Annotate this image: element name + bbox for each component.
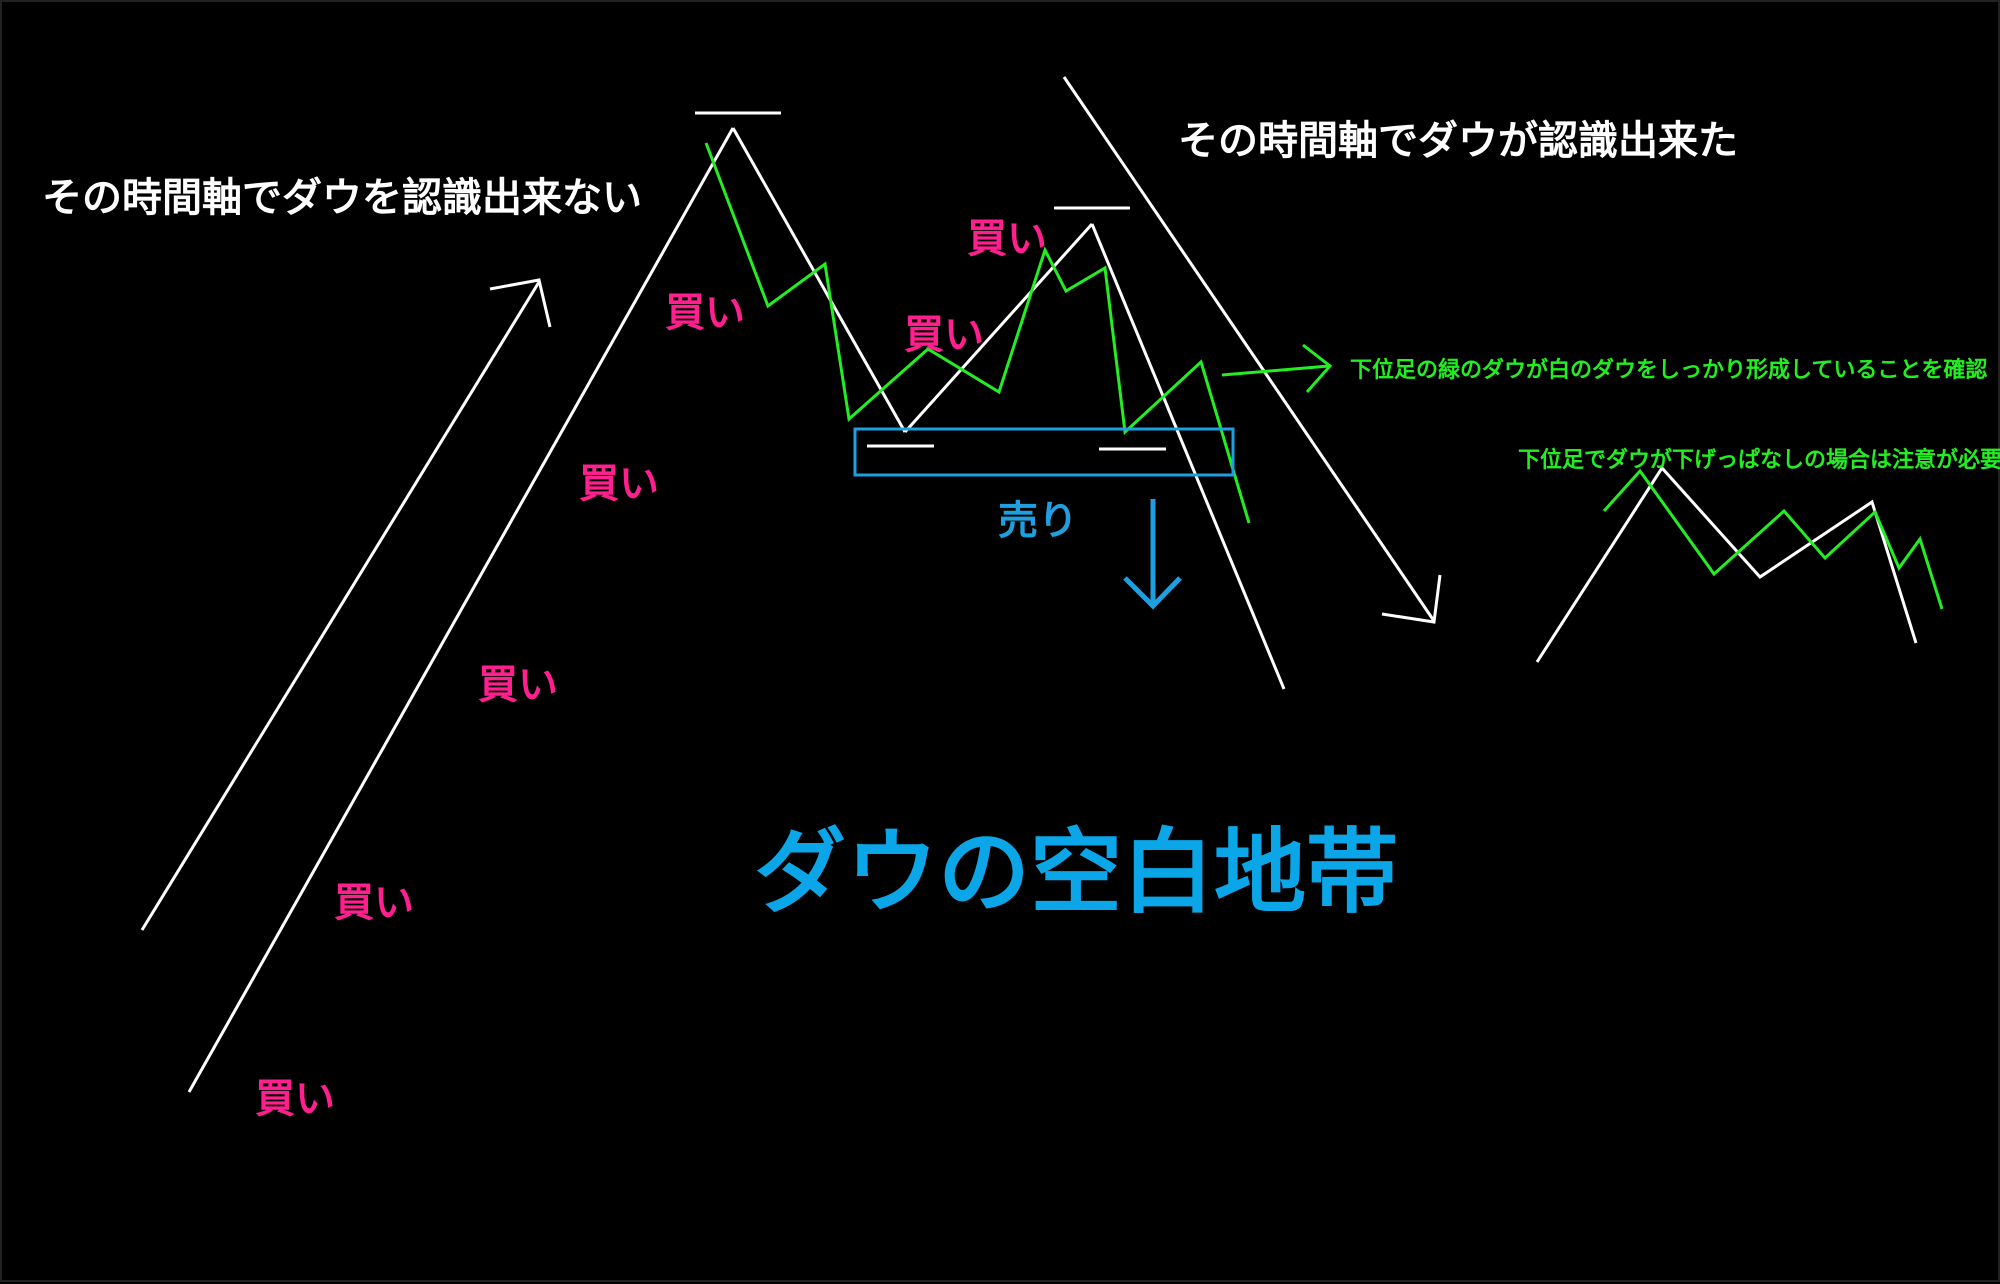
note-pointer-arrow (1221, 343, 1333, 393)
downtrend-arrow-head (1381, 574, 1442, 624)
uptrend-arrow-shaft (140, 281, 541, 931)
sell-down-arrow (1123, 499, 1182, 610)
white-fall-line (731, 127, 907, 433)
buy-label-upper: 買い (579, 461, 659, 507)
white-second-rise-line (903, 222, 1094, 434)
buy-label-peak: 買い (665, 290, 745, 336)
uptrend-arrow-head (489, 278, 552, 328)
right-title: その時間軸でダウが認識出来た (1178, 118, 1738, 164)
note-pointer-shaft (1221, 364, 1330, 377)
note-caution: 下位足でダウが下げっぱなしの場合は注意が必要 (1518, 448, 2000, 473)
buy-label-bottom: 買い (255, 1076, 335, 1122)
green-lower-timeframe-path (704, 142, 1251, 524)
white-dow-path (187, 111, 1286, 1093)
note-pointer-head (1302, 343, 1333, 393)
white-second-fall-line (1090, 223, 1286, 690)
white-rise-line (187, 127, 735, 1093)
buy-label-middle: 買い (478, 662, 558, 708)
sell-arrow-head (1123, 576, 1182, 610)
caution-example (1535, 465, 1944, 663)
caution-green-path (1602, 468, 1944, 610)
left-title: その時間軸でダウを認識出来ない (42, 175, 642, 221)
downtrend-arrow-shaft (1062, 76, 1436, 622)
downtrend-arrow (1062, 76, 1442, 624)
buy-label-top: 買い (967, 216, 1047, 262)
buy-label-lower: 買い (334, 880, 414, 926)
uptrend-arrow (140, 278, 552, 931)
sell-label: 売り (998, 498, 1078, 544)
sell-zone-box (853, 427, 1235, 477)
caution-white-path (1535, 465, 1918, 663)
center-title: ダウの空白地帯 (754, 819, 1399, 926)
buy-label-mid: 買い (904, 312, 984, 358)
note-confirm: 下位足の緑のダウが白のダウをしっかり形成していることを確認 (1350, 358, 1988, 383)
